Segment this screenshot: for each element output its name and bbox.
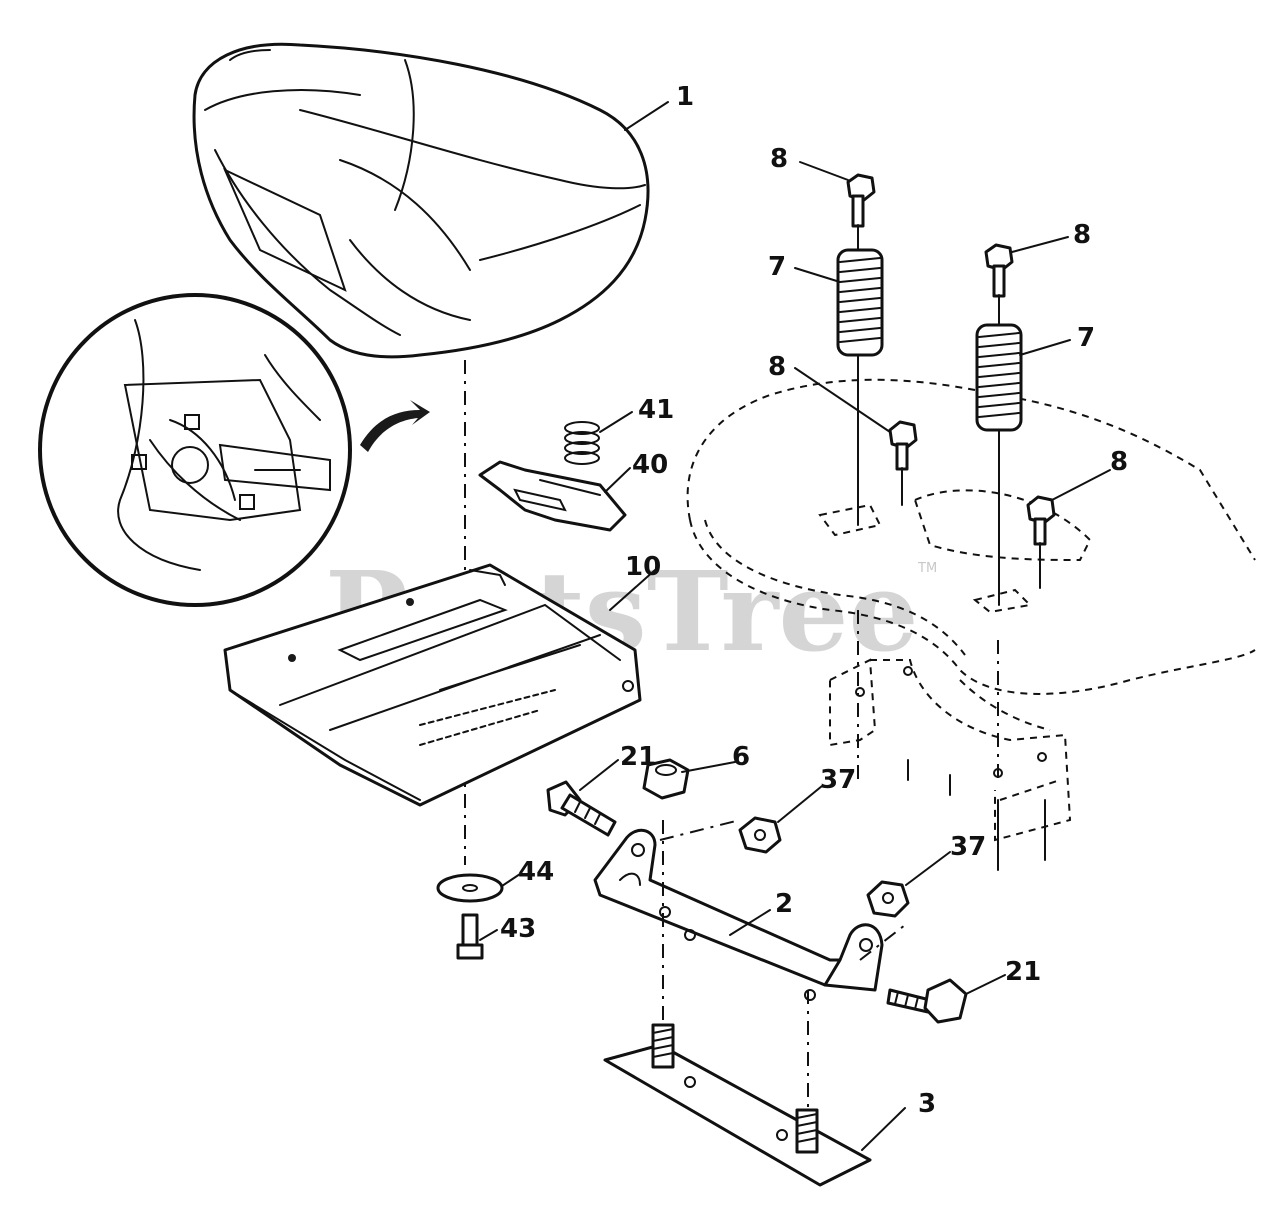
detail-screw-2	[131, 454, 147, 470]
leader-lines	[479, 101, 1111, 1151]
callout-label: 40	[632, 450, 668, 480]
watermark-trademark: TM	[917, 561, 937, 576]
nut-alignment-line-lower	[859, 924, 906, 961]
spring-part-7-left[interactable]	[836, 248, 884, 357]
detail-circle	[38, 293, 352, 607]
callout-label: 8	[1073, 220, 1091, 250]
bracket-part-40[interactable]	[478, 460, 627, 532]
callout-label: 21	[620, 742, 656, 772]
nut-alignment-line-upper	[659, 819, 741, 841]
bolt-part-21-left[interactable]	[546, 780, 617, 837]
callout-label: 41	[638, 395, 674, 425]
spring-part-7-right[interactable]	[975, 323, 1023, 432]
callout-label: 44	[518, 857, 554, 887]
callout-label: 37	[950, 832, 986, 862]
callout-labels: 1 8 8 8 8 7 7 41 40 10 21 6 37 37 44 43 …	[500, 82, 1128, 1119]
callout-label: 43	[500, 914, 536, 944]
seat-pan-part-10[interactable]	[223, 563, 642, 807]
callout-label: 1	[676, 82, 694, 112]
bolt-part-8-upper-left[interactable]	[846, 173, 876, 228]
callout-label: 2	[775, 889, 793, 919]
callout-label: 8	[770, 144, 788, 174]
nut-part-37-lower[interactable]	[866, 880, 910, 918]
bolt-part-43[interactable]	[456, 913, 484, 960]
washer-part-44[interactable]	[436, 873, 504, 903]
seat-part[interactable]	[192, 42, 650, 359]
callout-label: 3	[918, 1089, 936, 1119]
callout-label: 6	[732, 742, 750, 772]
callout-label: 21	[1005, 957, 1041, 987]
detail-screw-3	[239, 494, 255, 510]
tractor-frame-outline	[686, 378, 1256, 871]
callout-label: 8	[768, 352, 786, 382]
nut-part-6[interactable]	[642, 758, 690, 800]
detail-arrow-icon	[360, 400, 430, 452]
detail-screw-1	[184, 414, 200, 430]
bolt-part-21-right[interactable]	[886, 978, 968, 1024]
spring-part-41[interactable]	[564, 421, 600, 465]
bolt-part-8-mid-left[interactable]	[888, 420, 918, 471]
bolt-part-8-upper-right[interactable]	[984, 243, 1014, 298]
bolt-part-8-mid-right[interactable]	[1026, 495, 1056, 546]
plate-part-3[interactable]	[603, 1023, 872, 1187]
mounting-bracket-part-2[interactable]	[593, 829, 884, 1001]
callout-label: 7	[768, 252, 786, 282]
callout-label: 10	[625, 552, 661, 582]
callout-label: 37	[820, 765, 856, 795]
detail-view	[38, 293, 430, 607]
detail-knob	[171, 446, 209, 484]
callout-label: 7	[1077, 323, 1095, 353]
callout-label: 8	[1110, 447, 1128, 477]
nut-part-37-upper[interactable]	[738, 816, 782, 854]
